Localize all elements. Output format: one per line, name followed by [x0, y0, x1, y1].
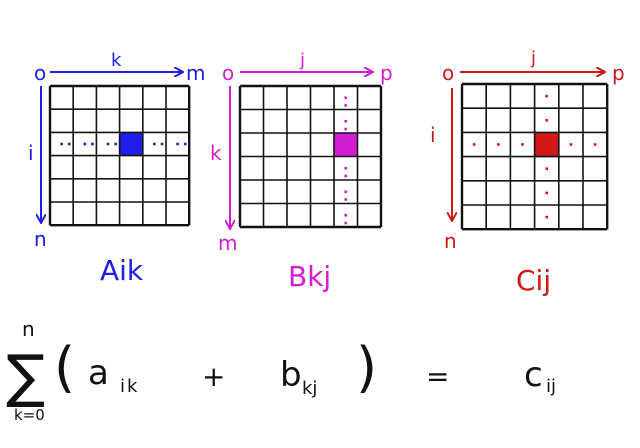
guide-dot: [344, 198, 348, 201]
guide-dot: [91, 142, 94, 146]
matrix-a-origin-label: o: [34, 61, 46, 85]
guide-dot: [114, 142, 117, 146]
open-parenthesis: (: [54, 336, 75, 399]
guide-dot: [545, 94, 548, 98]
plus-sign: +: [202, 360, 225, 393]
term-a-subscript: ik: [120, 376, 139, 397]
guide-dot: [593, 143, 597, 146]
matrix-c-row-axis-label: i: [430, 123, 436, 147]
guide-dot: [60, 142, 63, 146]
guide-dot: [344, 190, 348, 194]
sum-lower-limit: k=0: [14, 406, 45, 424]
equals-sign: =: [426, 360, 449, 393]
matrix-c-column-axis-label: j: [530, 48, 536, 69]
guide-dot: [545, 119, 548, 122]
guide-dot: [472, 143, 476, 146]
matrix-b: o j p k m Bkj: [210, 50, 393, 293]
guide-dot: [545, 191, 548, 195]
matrix-a-caption: Aik: [100, 254, 144, 287]
guide-dot: [344, 127, 348, 131]
guide-dot: [545, 167, 548, 170]
guide-dot: [497, 143, 500, 146]
guide-dot: [67, 142, 71, 146]
guide-dot: [176, 142, 179, 146]
matrix-a-column-end-label: m: [186, 61, 205, 85]
term-b-subscript: kj: [302, 378, 317, 399]
guide-dot: [344, 166, 348, 170]
matrix-a-row-end-label: n: [34, 227, 47, 251]
guide-dot: [183, 142, 187, 146]
term-b: b: [280, 355, 302, 395]
matrix-b-caption: Bkj: [288, 260, 331, 293]
matrix-b-row-axis-label: k: [210, 141, 222, 165]
guide-dot: [521, 143, 524, 146]
matrix-c-caption: Cij: [516, 264, 551, 297]
matrix-b-column-axis-label: j: [299, 50, 305, 71]
matrix-a-grid: [48, 84, 191, 227]
matrix-a-column-axis-label: k: [111, 50, 122, 71]
guide-dot: [344, 104, 348, 107]
matrix-b-column-end-label: p: [380, 61, 393, 85]
guide-dot: [83, 142, 87, 146]
result-subscript: ij: [546, 376, 556, 397]
matrix-c-column-end-label: p: [612, 61, 625, 85]
summation-equation: n ∑ k=0 ( a ik + b kj ) = c ij: [6, 317, 556, 424]
guide-dot: [344, 221, 348, 225]
guide-dot: [106, 142, 110, 146]
matrix-c: o j p i n Cij: [430, 48, 625, 297]
matrix-a-highlighted-cell: [119, 132, 143, 156]
guide-dot: [344, 119, 348, 123]
result-c: c: [524, 355, 543, 395]
guide-dot: [344, 174, 348, 178]
matrix-b-origin-label: o: [222, 61, 234, 85]
matrix-c-highlighted-cell: [534, 132, 559, 157]
term-a: a: [88, 353, 109, 393]
matrix-c-row-end-label: n: [444, 229, 457, 253]
matrix-c-origin-label: o: [442, 61, 454, 85]
guide-dot: [569, 143, 573, 146]
guide-dot: [160, 142, 164, 146]
matrix-c-grid: [460, 82, 609, 231]
matrix-a-row-axis-label: i: [28, 141, 34, 165]
guide-dot: [344, 96, 348, 100]
guide-dot: [545, 215, 548, 219]
guide-dot: [153, 142, 156, 146]
close-parenthesis: ): [356, 336, 377, 399]
matrix-a: o k m i n Aik: [28, 50, 205, 287]
matrix-b-highlighted-cell: [334, 133, 358, 157]
guide-dot: [344, 213, 348, 217]
matrix-b-grid: [238, 84, 383, 229]
matrix-b-row-end-label: m: [218, 231, 237, 255]
sum-upper-limit: n: [22, 317, 35, 341]
sum-symbol: ∑: [6, 342, 45, 410]
